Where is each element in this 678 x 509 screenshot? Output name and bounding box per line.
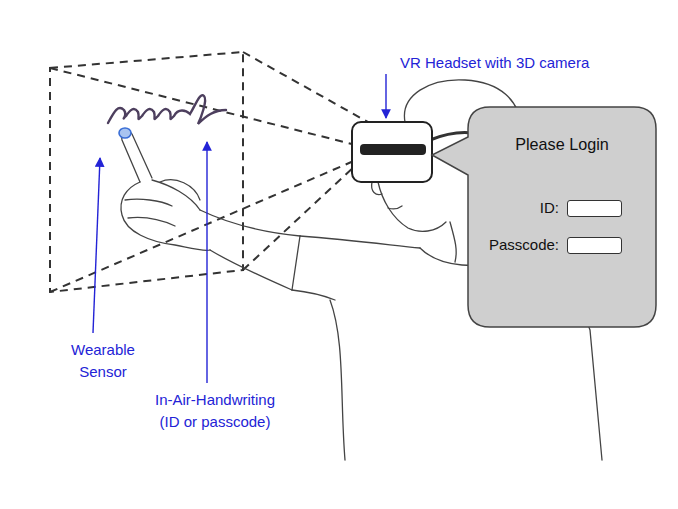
leader-arrow (206, 142, 207, 383)
handwriting-label: In-Air-Handwriting (ID or passcode) (145, 389, 285, 433)
mouth (388, 206, 402, 209)
bubble-heading: Please Login (468, 133, 656, 155)
field-label: ID: (540, 198, 559, 218)
jaw (378, 182, 446, 231)
arm (200, 210, 300, 236)
field-label: Passcode: (489, 235, 559, 255)
input-field (567, 200, 622, 217)
headset-body (352, 122, 432, 182)
arm (210, 250, 292, 290)
index-finger (122, 131, 152, 182)
headset-label: VR Headset with 3D camera (400, 52, 589, 74)
hand (152, 180, 200, 210)
form-row: Passcode: (468, 235, 656, 255)
bubble-shape (432, 107, 656, 327)
shirt-side (330, 300, 345, 460)
frustum-edge (243, 52, 375, 126)
bubble-content: Please LoginID: Passcode: (468, 107, 656, 255)
login-speech-bubble: Please LoginID: Passcode: (430, 107, 656, 327)
sleeve-end (292, 236, 300, 290)
frustum-edge (243, 165, 356, 270)
input-field (567, 237, 622, 254)
armpit (292, 290, 335, 300)
leader-arrow (93, 158, 100, 333)
form-row: ID: (468, 198, 656, 218)
leader-arrow (385, 74, 386, 118)
nose (372, 182, 382, 195)
wearable-sensor (119, 128, 131, 138)
finger-fold (125, 199, 172, 206)
thumb (160, 180, 200, 200)
handwriting-stroke (108, 95, 226, 124)
neck (450, 222, 456, 262)
sensor-label: Wearable Sensor (58, 339, 148, 383)
shoulder (300, 236, 420, 248)
frustum-face (50, 52, 243, 292)
frustum-edge (50, 68, 356, 145)
headset-camera (360, 144, 426, 155)
finger-fold (128, 217, 175, 226)
